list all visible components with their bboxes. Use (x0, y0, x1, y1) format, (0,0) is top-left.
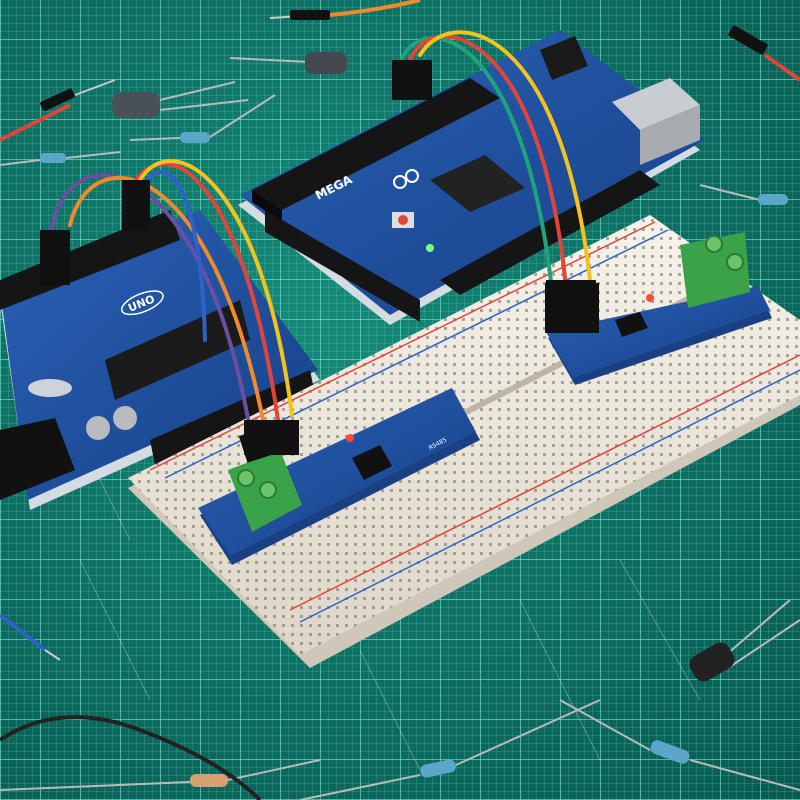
mega-reset-button (392, 212, 414, 228)
uno-crystal (28, 379, 72, 397)
uno-mcu-chip (105, 300, 250, 400)
capacitor-left (112, 81, 249, 118)
jumper-wire-top (269, 0, 421, 20)
jumper-connectors (40, 60, 596, 455)
uno-capacitors (86, 406, 137, 440)
mega-usb-jack (612, 78, 700, 165)
resistor-bottom-right (559, 699, 800, 791)
mega-header-left (252, 78, 500, 222)
mega-mcu-chip (430, 155, 525, 212)
jumper-wire-right (728, 25, 800, 82)
uno-power-jack (0, 418, 75, 500)
capacitor-top (229, 52, 347, 74)
jumper-wire-left (0, 79, 116, 142)
mat-scratches (79, 479, 701, 771)
mega-power-led (426, 244, 434, 252)
rs485-module-left: RS485 (198, 388, 480, 565)
mega-power-jack (540, 36, 588, 80)
wire-cable-bottom-left (0, 715, 262, 800)
rs485-module-right (545, 232, 772, 385)
mega-infinity-icon (393, 169, 419, 189)
left-module-power-led (346, 434, 354, 442)
arduino-mega-board: MEGA (238, 30, 705, 325)
resistor-bottom (299, 699, 601, 800)
right-terminal-block (680, 232, 750, 308)
right-module-power-led (646, 294, 654, 302)
resistor-right (699, 184, 788, 205)
mega-to-right-module-wires (396, 30, 592, 292)
capacitor-bottom-right (689, 599, 800, 682)
jumper-wire-bottom-left (0, 613, 61, 661)
left-module-chip (352, 445, 392, 480)
resistor-left (0, 151, 121, 166)
resistor-bottom-left (0, 759, 321, 791)
left-terminal-block (228, 450, 302, 532)
mega-header-bottom (265, 170, 660, 322)
right-module-chip (615, 312, 648, 337)
resistor-top-left (129, 94, 276, 143)
